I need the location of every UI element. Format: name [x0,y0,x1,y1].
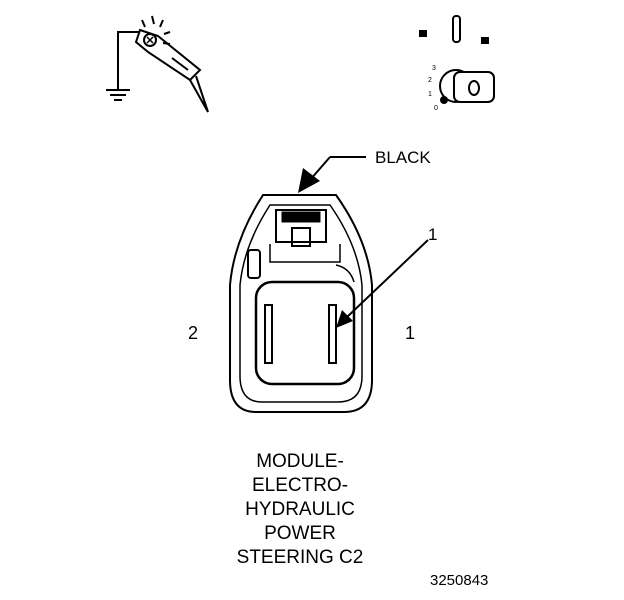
caption-line: ELECTRO- [251,475,349,496]
wire-color-arrow [298,156,366,193]
ground-symbol-icon [106,89,130,101]
key-scale: 3 2 1 0 [428,65,438,112]
callout-arrow [336,239,429,328]
caption-line: STEERING C2 [236,547,364,568]
key-scale-2: 2 [428,77,432,84]
key-scale-0: 0 [434,105,438,112]
ignition-key-icon [439,69,495,104]
caption-line: POWER [264,523,336,544]
connector-terminal-1 [328,304,337,364]
connector-caption: MODULE- ELECTRO- HYDRAULIC POWER STEERIN… [200,450,400,570]
figure-number: 3250843 [430,572,489,589]
caption-line: HYDRAULIC [245,499,355,520]
connector-terminal-2 [264,304,273,364]
ignition-switch-icon [419,15,489,44]
caption-line: MODULE- [256,451,344,472]
wire-color-label: BLACK [375,148,431,167]
connector-housing [229,194,373,413]
key-scale-3: 3 [432,65,436,72]
test-light-probe-icon [117,15,209,113]
pin-label-1: 1 [405,323,415,343]
key-scale-1: 1 [428,91,432,98]
pin-label-2: 2 [188,323,198,343]
callout-number: 1 [428,225,437,244]
